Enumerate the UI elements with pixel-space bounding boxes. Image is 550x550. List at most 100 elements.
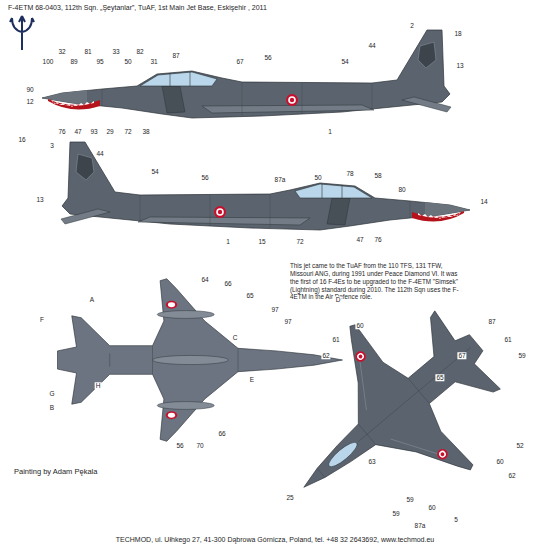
sheet-title: F-4ETM 68-0403, 112th Sqn. „Şeytanlar”, … bbox=[8, 4, 267, 12]
callout-number: 76 bbox=[57, 128, 66, 135]
callout-number: 67 bbox=[235, 58, 244, 65]
callout-number: 14 bbox=[479, 198, 488, 205]
callout-number: 54 bbox=[340, 58, 349, 65]
callout-number: 56 bbox=[200, 174, 209, 181]
canopy bbox=[326, 439, 360, 470]
placement-letter: C bbox=[232, 334, 239, 341]
callout-number: 44 bbox=[95, 150, 104, 157]
callout-number: 5 bbox=[453, 516, 459, 523]
callout-number: 90 bbox=[25, 86, 34, 93]
callout-number: 25 bbox=[285, 494, 294, 501]
roundel-ring bbox=[438, 449, 448, 459]
publisher-footer: TECHMOD, ul. Ułhkego 27, 41-300 Dąbrowa … bbox=[116, 536, 434, 544]
placement-letter: D bbox=[335, 296, 342, 303]
callout-number: 67 bbox=[457, 352, 466, 359]
placement-letter: B bbox=[49, 404, 55, 411]
roundel-ring bbox=[168, 302, 175, 307]
walkway bbox=[340, 362, 437, 471]
wing-tank bbox=[157, 311, 214, 319]
callout-number: 2 bbox=[409, 22, 415, 29]
callout-number: 87a bbox=[414, 522, 427, 529]
callout-number: 62 bbox=[507, 472, 516, 479]
underside-view bbox=[57, 279, 342, 442]
callout-number: 78 bbox=[345, 170, 354, 177]
side-view-right bbox=[61, 142, 470, 230]
callout-number: 66 bbox=[223, 280, 232, 287]
history-note: This jet came to the TuAF from the 110 T… bbox=[290, 262, 462, 301]
callout-number: 97 bbox=[270, 306, 279, 313]
callout-number: 65 bbox=[245, 292, 254, 299]
callout-number: 47 bbox=[73, 128, 82, 135]
callout-number: 81 bbox=[83, 48, 92, 55]
top-view bbox=[244, 271, 537, 550]
callout-number: 70 bbox=[195, 442, 204, 449]
artist-credit: Painting by Adam Pękala bbox=[14, 468, 97, 477]
wing-tank bbox=[157, 402, 214, 410]
placement-letter: H bbox=[95, 382, 102, 389]
callout-number: 60 bbox=[495, 458, 504, 465]
callout-number: 18 bbox=[453, 30, 462, 37]
callout-number: 56 bbox=[263, 54, 272, 61]
callout-number: 72 bbox=[295, 238, 304, 245]
callout-number: 60 bbox=[427, 504, 436, 511]
callout-number: 76 bbox=[373, 236, 382, 243]
roundel-center bbox=[358, 354, 363, 359]
callout-number: 44 bbox=[367, 42, 376, 49]
underside-shape bbox=[57, 279, 342, 442]
placement-letter: E bbox=[249, 376, 255, 383]
callout-number: 13 bbox=[35, 196, 44, 203]
callout-number: 87a bbox=[274, 176, 287, 183]
callout-number: 87 bbox=[171, 52, 180, 59]
callout-number: 16 bbox=[17, 136, 26, 143]
callout-number: 100 bbox=[42, 58, 55, 65]
callout-number: 59 bbox=[517, 352, 526, 359]
roundel bbox=[166, 301, 177, 309]
roundel-center bbox=[440, 452, 445, 457]
callout-number: 47 bbox=[355, 236, 364, 243]
trident bbox=[10, 16, 34, 50]
callout-number: 66 bbox=[217, 430, 226, 437]
placement-letter: A bbox=[89, 296, 95, 303]
placement-letter: G bbox=[48, 390, 55, 397]
callout-number: 59 bbox=[405, 496, 414, 503]
callout-number: 13 bbox=[455, 62, 464, 69]
callout-number: 50 bbox=[123, 58, 132, 65]
callout-number: 58 bbox=[373, 172, 382, 179]
roundel bbox=[353, 349, 368, 364]
callout-number: 15 bbox=[257, 238, 266, 245]
callout-number: 56 bbox=[175, 442, 184, 449]
top-shape bbox=[244, 271, 537, 550]
callout-number: 52 bbox=[515, 442, 524, 449]
logo-trident bbox=[10, 16, 34, 50]
callout-number: 29 bbox=[105, 128, 114, 135]
callout-number: 59 bbox=[391, 510, 400, 517]
callout-number: 50 bbox=[313, 174, 322, 181]
callout-number: 72 bbox=[123, 128, 132, 135]
callout-number: 97 bbox=[283, 318, 292, 325]
callout-number: 82 bbox=[135, 48, 144, 55]
roundel-ring bbox=[356, 352, 366, 362]
callout-number: 89 bbox=[69, 58, 78, 65]
callout-number: 3 bbox=[49, 142, 55, 149]
callout-number: 60 bbox=[355, 322, 364, 329]
callout-number: 63 bbox=[367, 458, 376, 465]
callout-number: 38 bbox=[141, 128, 150, 135]
callout-number: 65 bbox=[435, 374, 444, 381]
callout-number: 12 bbox=[25, 98, 34, 105]
callout-number: 95 bbox=[95, 58, 104, 65]
callout-number: 32 bbox=[57, 48, 66, 55]
callout-number: 61 bbox=[331, 336, 340, 343]
callout-number: 1 bbox=[225, 238, 231, 245]
callout-number: 31 bbox=[149, 58, 158, 65]
roundel bbox=[435, 447, 450, 462]
callout-number: 64 bbox=[200, 276, 209, 283]
callout-number: 54 bbox=[150, 168, 159, 175]
callout-number: 87 bbox=[487, 318, 496, 325]
callout-number: 80 bbox=[397, 186, 406, 193]
centre-tank bbox=[153, 355, 229, 364]
placement-letter: F bbox=[39, 316, 45, 323]
callout-number: 61 bbox=[503, 336, 512, 343]
panel-lines bbox=[310, 335, 481, 486]
roundel-ring bbox=[168, 413, 175, 418]
